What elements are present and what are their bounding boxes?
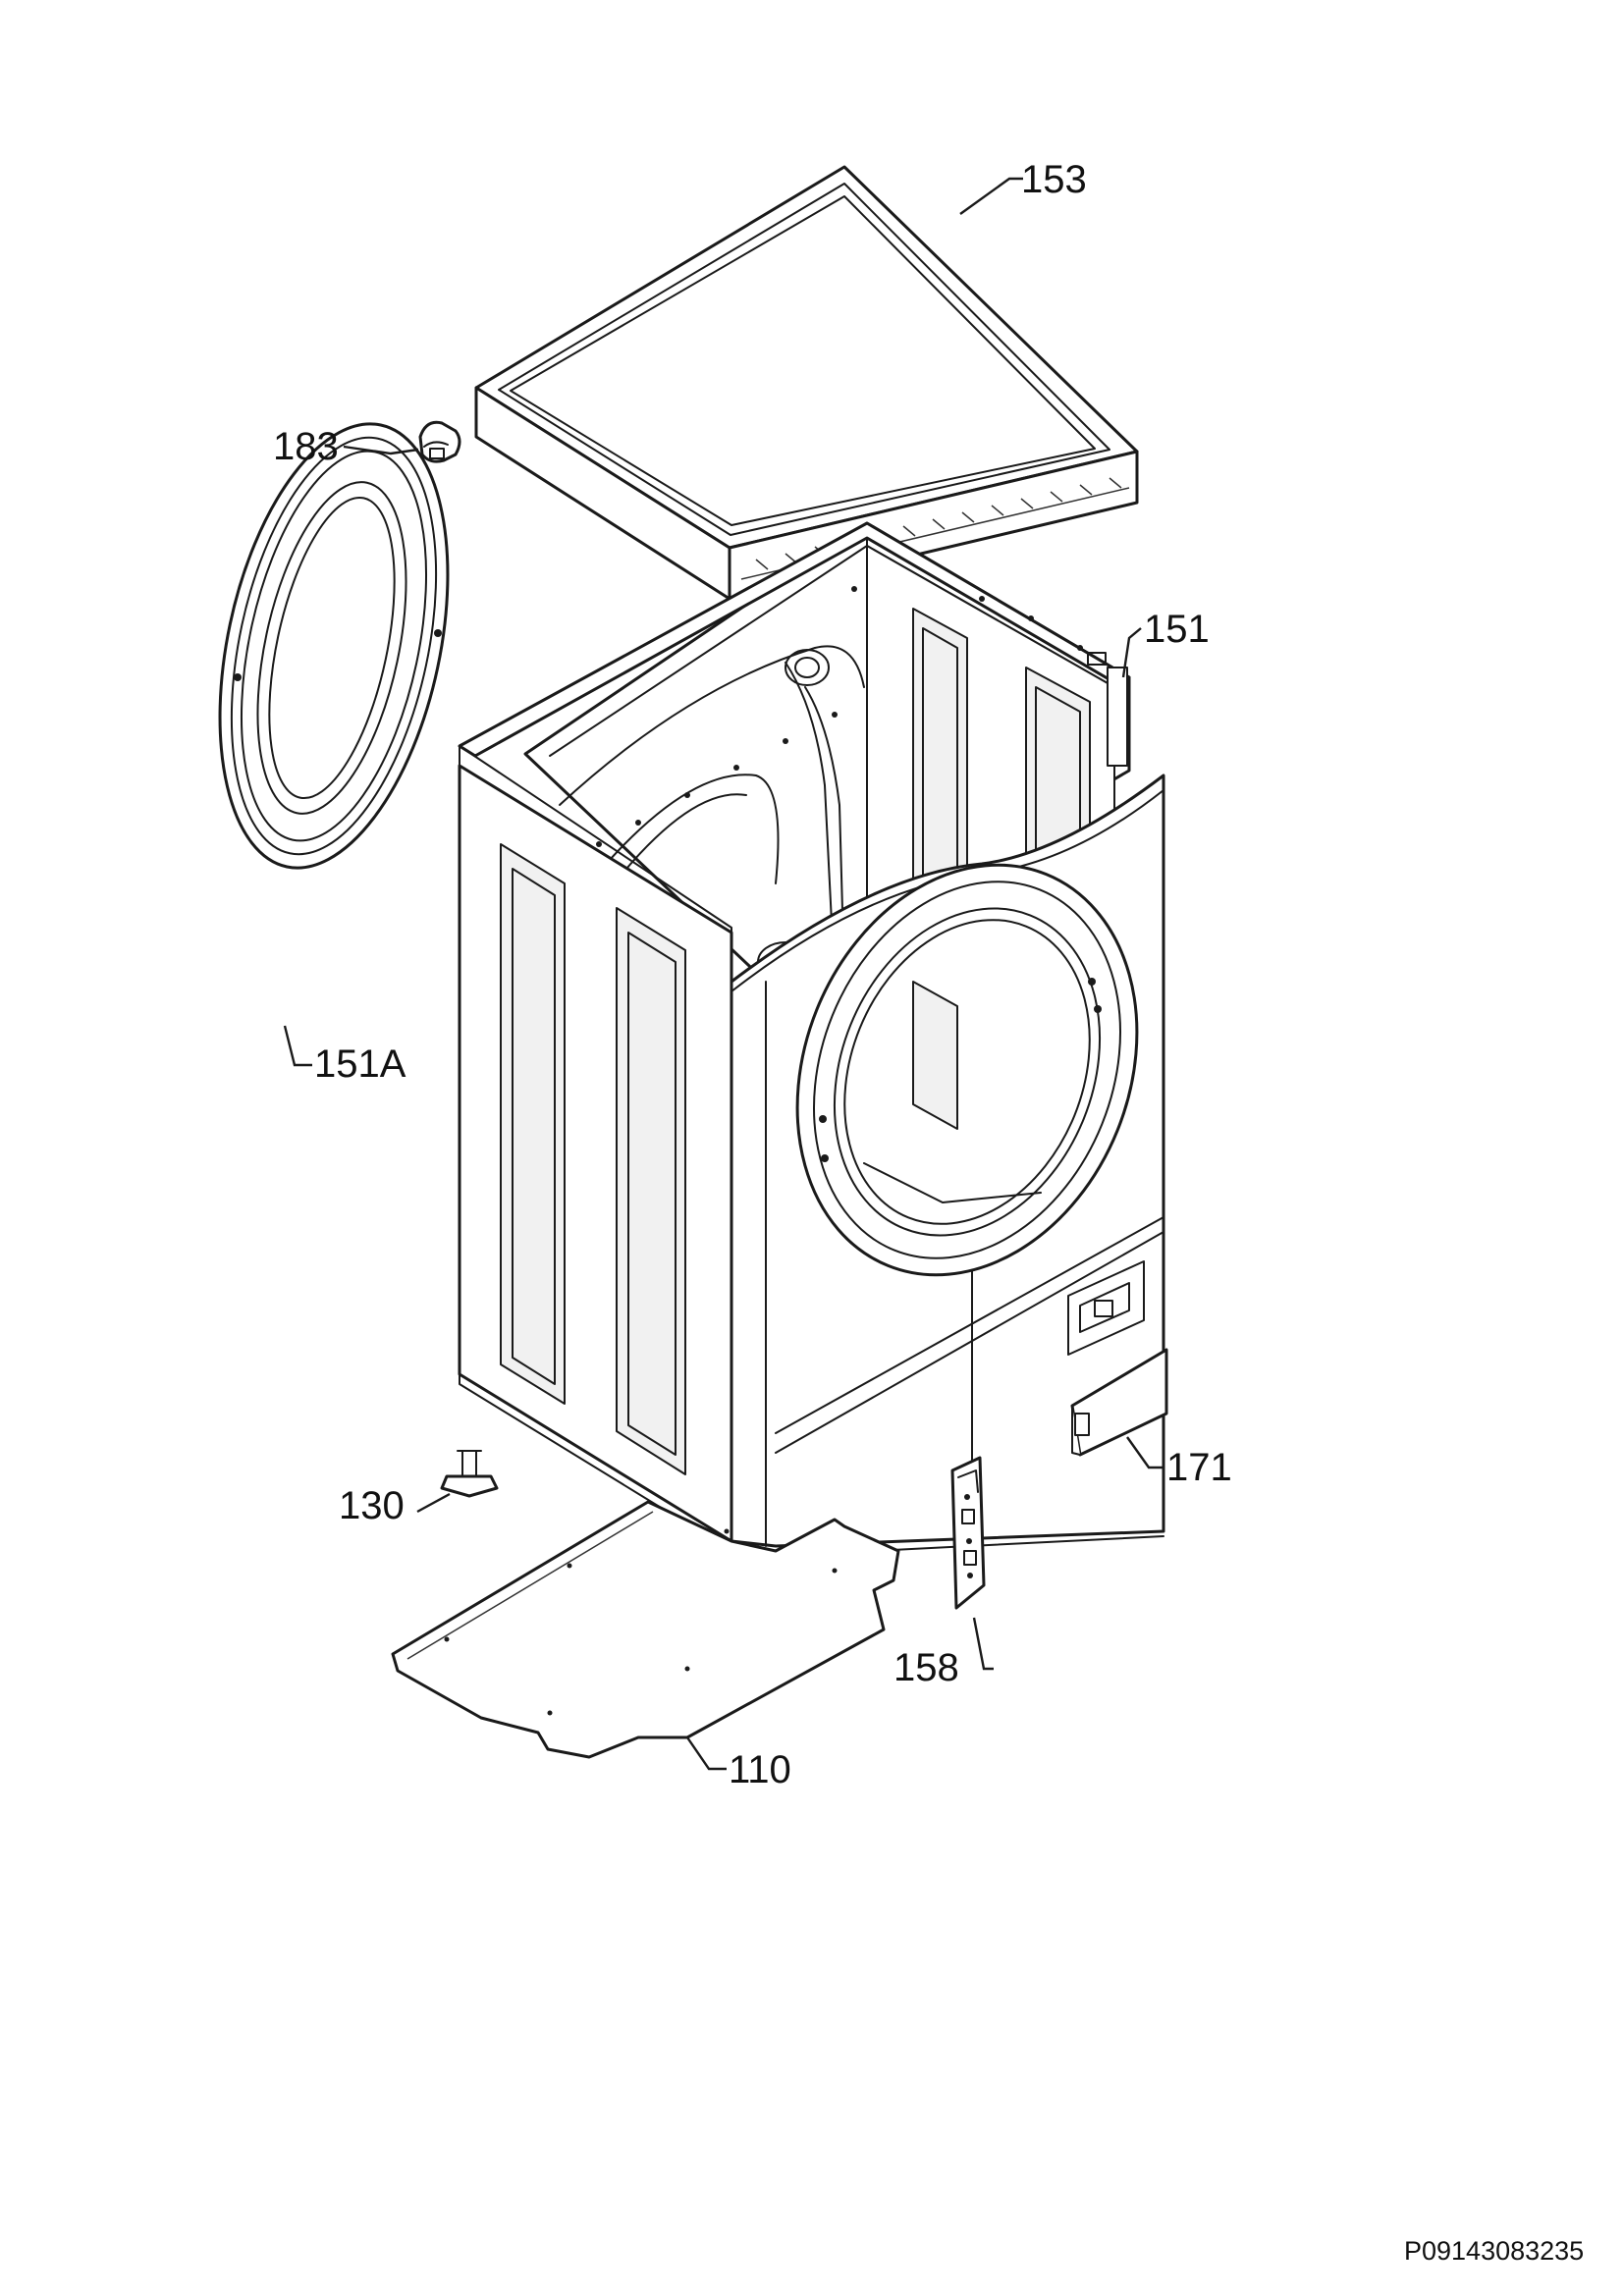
- leader-lines: [283, 177, 1164, 1771]
- part-foot-130: [440, 1450, 499, 1498]
- part-bracket-158: [950, 1456, 986, 1610]
- part-clip-183: [418, 420, 461, 463]
- reference-code: P09143083235: [1404, 2236, 1584, 2266]
- part-bottom-plate-110: [391, 1500, 900, 1759]
- callout-130: 130: [339, 1484, 405, 1527]
- callout-171: 171: [1166, 1446, 1232, 1489]
- callout-183: 183: [273, 425, 339, 468]
- callout-110: 110: [729, 1748, 791, 1791]
- callout-151A: 151A: [314, 1042, 406, 1086]
- callout-153: 153: [1021, 158, 1087, 201]
- callout-151: 151: [1144, 608, 1210, 651]
- callout-158: 158: [893, 1646, 959, 1689]
- part-top-plate-153: [474, 165, 1139, 601]
- part-cabinet-151: [458, 521, 1165, 1557]
- part-service-flap-171: [1070, 1348, 1168, 1457]
- part-door-frame-151A: [218, 422, 450, 870]
